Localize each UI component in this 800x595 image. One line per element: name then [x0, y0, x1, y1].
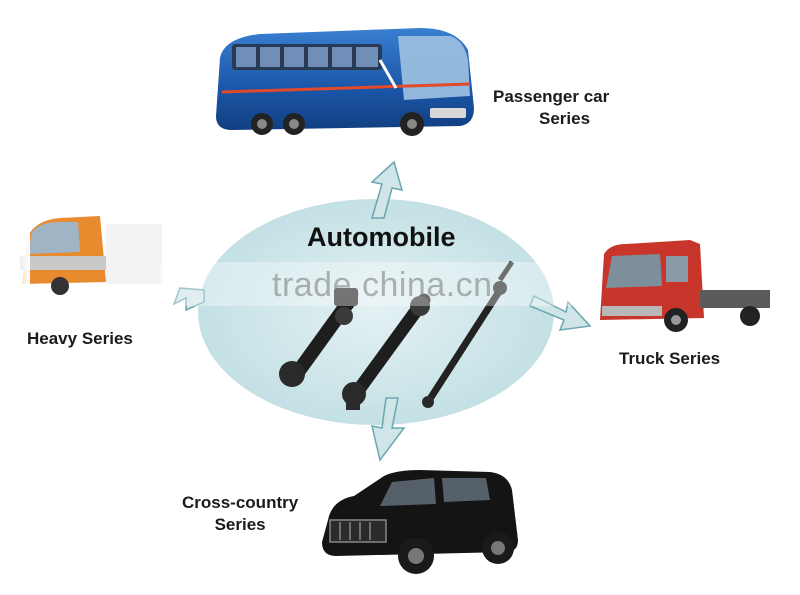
label-cross-line2: Series	[214, 515, 266, 534]
drive-shaft-long-image	[422, 260, 515, 408]
heavy-truck-image	[0, 216, 162, 295]
bus-image	[216, 28, 474, 136]
arrow-right	[529, 294, 592, 331]
label-passenger-car-series: Passenger car Series	[493, 86, 609, 130]
arrow-left	[172, 287, 205, 312]
label-truck-series: Truck Series	[619, 348, 720, 370]
label-cross-country-series: Cross-country Series	[182, 492, 298, 536]
watermark-band	[160, 262, 600, 306]
drive-shaft-short-image	[279, 288, 358, 387]
label-passenger-line1: Passenger car	[493, 87, 610, 106]
label-heavy-text: Heavy Series	[27, 329, 133, 348]
arrow-down	[371, 397, 406, 462]
label-truck-text: Truck Series	[619, 349, 721, 368]
arrow-up	[370, 160, 404, 219]
watermark-text: trade.china.cn	[272, 266, 493, 304]
drive-shaft-medium-image	[342, 293, 431, 410]
label-passenger-line2: Series	[539, 109, 591, 128]
truck-image	[600, 240, 770, 332]
label-cross-line1: Cross-country	[182, 493, 299, 512]
label-heavy-series: Heavy Series	[27, 328, 133, 350]
center-title: Automobile	[307, 222, 456, 252]
suv-image	[322, 470, 518, 574]
